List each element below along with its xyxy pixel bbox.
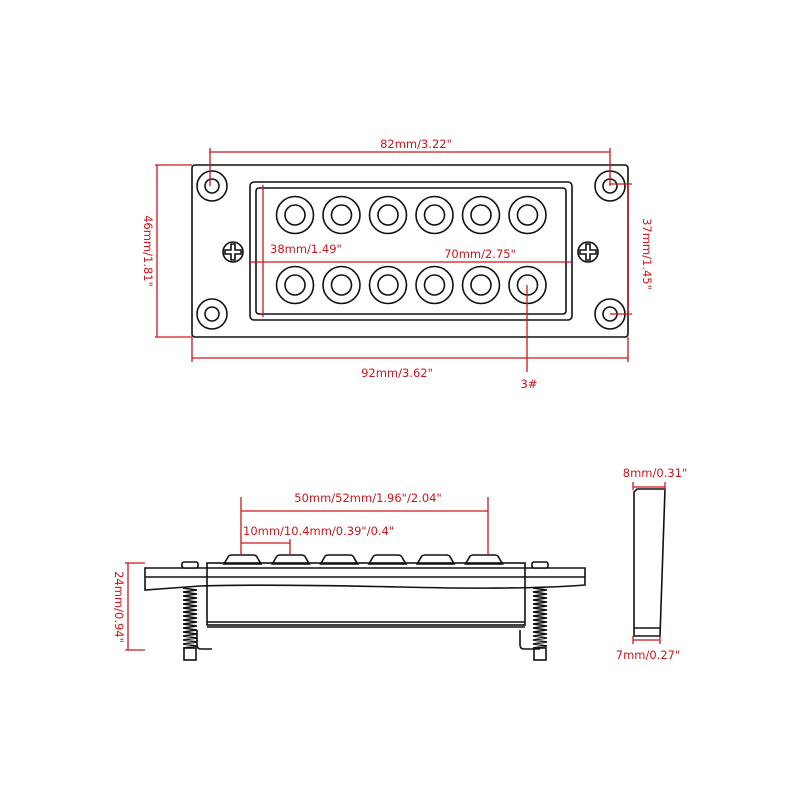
spring	[531, 561, 549, 661]
pole-cap	[415, 554, 456, 565]
pole-piece	[415, 195, 454, 235]
dim-46mm: 46mm/1.81"	[141, 164, 192, 338]
dim-label-outer-height: 46mm/1.81"	[141, 215, 155, 287]
pole-piece	[415, 265, 454, 305]
pole-cap	[367, 554, 408, 565]
mount-hole-bottom-left	[196, 298, 228, 330]
dim-7mm: 7mm/0.27"	[616, 636, 681, 662]
pickup-body-side	[206, 562, 526, 626]
dim-label-inner-width: 70mm/2.75"	[444, 247, 516, 261]
pickup-profile	[633, 488, 666, 637]
side-view: 50mm/52mm/1.96"/2.04" 10mm/10.4mm/0.39"/…	[112, 491, 586, 661]
dim-label-pole-spacing: 10mm/10.4mm/0.39"/0.4"	[243, 524, 394, 538]
dim-label-pole-span: 50mm/52mm/1.96"/2.04"	[294, 491, 442, 505]
spring	[181, 561, 199, 661]
pole-piece	[461, 195, 501, 235]
dim-50mm: 50mm/52mm/1.96"/2.04"	[240, 491, 489, 555]
pole-callout-label: 3#	[521, 377, 538, 391]
pole-cap	[464, 554, 504, 565]
pole-piece	[322, 195, 361, 235]
pole-piece	[461, 265, 501, 305]
pole-piece	[368, 195, 408, 235]
springs	[181, 561, 549, 661]
pole-cap	[319, 554, 359, 565]
pole-piece	[508, 195, 547, 235]
mount-hole-top-left	[196, 170, 228, 202]
profile-view: 8mm/0.31" 7mm/0.27"	[616, 466, 688, 662]
dim-label-height: 24mm/0.94"	[112, 571, 126, 643]
dim-label-overall-width: 92mm/3.62"	[361, 366, 433, 380]
pickup-cover	[255, 187, 567, 315]
corner-holes	[196, 170, 626, 330]
brackets	[196, 630, 540, 650]
pole-callout: 3#	[521, 285, 538, 391]
dim-70mm: 70mm/2.75"	[250, 247, 572, 263]
pole-piece	[275, 265, 315, 305]
pole-caps	[222, 554, 504, 565]
dim-82mm: 82mm/3.22"	[209, 137, 611, 186]
dim-92mm: 92mm/3.62"	[191, 337, 629, 380]
dim-38mm: 38mm/1.49"	[262, 185, 342, 317]
screw-icon-left	[222, 241, 244, 263]
dim-label-bottom-width: 7mm/0.27"	[616, 648, 681, 662]
top-view: 82mm/3.22" 46mm/1.81" 37mm/1.45" 38mm/1.…	[141, 137, 654, 391]
dim-label-holes-height: 37mm/1.45"	[640, 218, 654, 290]
pole-cap	[270, 554, 311, 565]
screw-icon-right	[577, 241, 599, 263]
dim-37mm: 37mm/1.45"	[610, 183, 654, 315]
dim-24mm: 24mm/0.94"	[112, 562, 145, 651]
pole-piece	[368, 265, 408, 305]
mounting-ring-side	[144, 567, 586, 591]
pole-piece	[275, 195, 315, 235]
dim-label-inner-height: 38mm/1.49"	[270, 242, 342, 256]
dim-10mm: 10mm/10.4mm/0.39"/0.4"	[241, 524, 394, 555]
dim-8mm: 8mm/0.31"	[623, 466, 688, 490]
pole-cap	[222, 554, 263, 565]
dim-label-top-width: 8mm/0.31"	[623, 466, 688, 480]
pole-piece	[322, 265, 361, 305]
dim-label-holes-width: 82mm/3.22"	[380, 137, 452, 151]
